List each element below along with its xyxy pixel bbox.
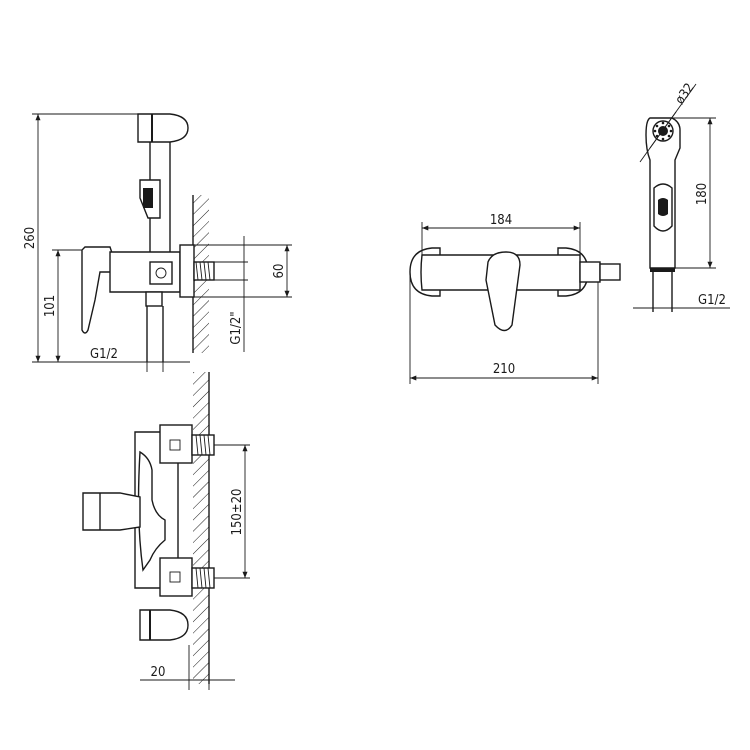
dim-210: 210 <box>493 362 515 377</box>
dim-150: 150±20 <box>230 489 245 536</box>
top-view-dimensions: 150±20 20 <box>140 444 250 690</box>
spray-head-top <box>139 609 189 641</box>
hand-spray-dimensions: ø32 180 G1/2 <box>633 81 730 309</box>
front-view-dimensions: 184 210 <box>409 213 599 384</box>
dim-g12-spray: G1/2 <box>698 293 726 308</box>
dim-g12-wall: G1/2" <box>229 311 244 344</box>
dim-180: 180 <box>695 183 710 205</box>
side-view <box>81 113 215 362</box>
lever-top <box>82 492 141 531</box>
top-view <box>82 372 215 684</box>
dim-60: 60 <box>272 264 287 279</box>
dim-184: 184 <box>490 213 512 228</box>
dim-101: 101 <box>43 295 58 317</box>
wall-hatch-lower <box>193 372 209 684</box>
dim-20: 20 <box>151 665 166 680</box>
dim-260: 260 <box>23 227 38 249</box>
side-view-dimensions: 260 101 G1/2 60 G1/2" <box>23 113 292 372</box>
front-view <box>409 247 621 332</box>
dim-g12-outlet: G1/2 <box>90 347 118 362</box>
spray-head-side <box>137 113 189 143</box>
hand-spray-view <box>645 117 681 312</box>
dim-diameter-32: ø32 <box>673 81 698 108</box>
lever-front <box>485 251 521 332</box>
